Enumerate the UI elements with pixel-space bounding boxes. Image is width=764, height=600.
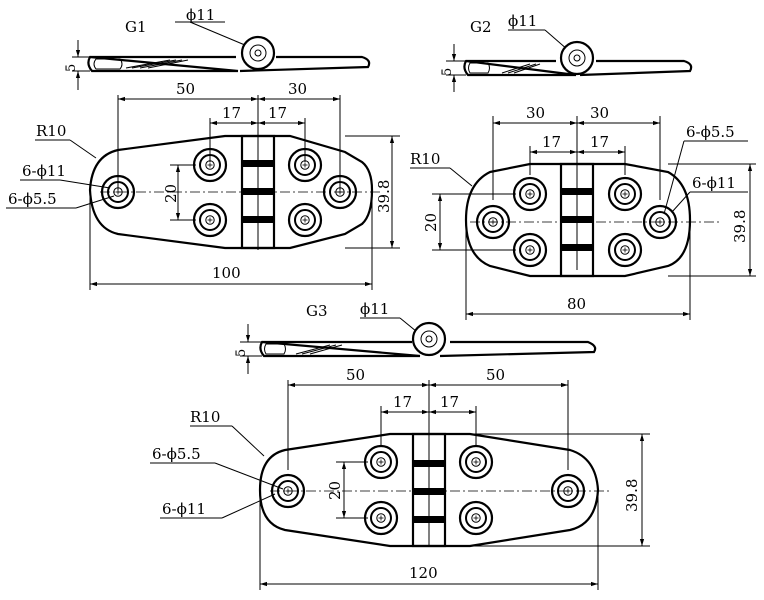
- g2-hinge-group: G2 ϕ11 5 30 30 17 17: [410, 12, 756, 320]
- g2-large-holes: 6-ϕ11: [692, 174, 736, 192]
- g1-thickness: 5: [64, 64, 79, 72]
- g3-dim-inner-right: 17: [440, 393, 459, 411]
- g3-dim-right-span: 50: [486, 366, 505, 384]
- g2-length: 80: [567, 295, 586, 313]
- g1-dim-inner-right: 17: [268, 104, 287, 122]
- g1-side-dia: ϕ11: [186, 6, 215, 24]
- g1-dim-left-span: 50: [176, 80, 195, 98]
- g3-height: 39.8: [623, 479, 641, 512]
- g2-dim-inner-right: 17: [590, 133, 609, 151]
- g2-dim-inner-left: 17: [542, 133, 561, 151]
- g2-side-dia: ϕ11: [508, 12, 537, 30]
- g3-radius: R10: [190, 408, 220, 426]
- g3-hole-2: [363, 500, 399, 536]
- g2-side-view: G2 ϕ11 5: [440, 12, 693, 92]
- g2-label: G2: [470, 18, 492, 36]
- g3-hole-3: [458, 444, 494, 480]
- g3-small-holes: 6-ϕ5.5: [152, 445, 201, 463]
- g1-knuckle-circle: [240, 35, 276, 71]
- g1-radius: R10: [36, 122, 66, 140]
- g2-hole-3: [607, 176, 643, 212]
- g2-hole-1: [512, 176, 548, 212]
- g3-dim-left-span: 50: [346, 366, 365, 384]
- g2-small-holes: 6-ϕ5.5: [686, 123, 735, 141]
- g2-hole-2: [512, 232, 548, 268]
- g1-plate-outline: [88, 134, 374, 250]
- g1-height: 39.8: [375, 180, 393, 213]
- g3-label: G3: [306, 302, 328, 320]
- g1-vertical-spacing: 20: [162, 184, 180, 203]
- g1-knuckle-area: [240, 134, 276, 250]
- g3-hole-1: [363, 444, 399, 480]
- g1-hole-4: [287, 202, 323, 238]
- g3-vertical-spacing: 20: [326, 481, 344, 500]
- g2-hole-4: [607, 232, 643, 268]
- g2-plate-outline: [464, 162, 692, 278]
- g3-hole-4: [458, 500, 494, 536]
- g1-label: G1: [125, 18, 147, 36]
- g1-small-holes: 6-ϕ5.5: [8, 190, 57, 208]
- g3-side-view: G3 ϕ11 5: [234, 300, 597, 374]
- g2-dim-left-span: 30: [526, 104, 545, 122]
- g1-hole-2: [192, 202, 228, 238]
- g2-height: 39.8: [731, 210, 749, 243]
- g2-radius: R10: [410, 150, 440, 168]
- g1-hinge-group: G1 ϕ11 5 50 30: [6, 6, 400, 290]
- g2-knuckle-area: [559, 162, 595, 278]
- g1-large-holes: 6-ϕ11: [22, 162, 66, 180]
- g3-thickness: 5: [234, 349, 249, 357]
- g1-dim-inner-left: 17: [222, 104, 241, 122]
- g3-knuckle-area: [411, 432, 447, 548]
- g1-side-view: G1 ϕ11 5: [64, 6, 371, 90]
- g3-hinge-group: G3 ϕ11 5 50 50 17 17: [150, 300, 650, 590]
- g1-length: 100: [212, 264, 241, 282]
- g1-dim-right-span: 30: [288, 80, 307, 98]
- g3-knuckle-circle: [411, 321, 447, 357]
- g3-length: 120: [409, 564, 438, 582]
- g3-plate-outline: [258, 432, 600, 548]
- g2-knuckle-circle: [559, 40, 595, 76]
- g2-dim-right-span: 30: [590, 104, 609, 122]
- g3-side-dia: ϕ11: [360, 300, 389, 318]
- g3-large-holes: 6-ϕ11: [162, 500, 206, 518]
- g2-hole-left: [475, 204, 511, 240]
- g3-dim-inner-left: 17: [393, 393, 412, 411]
- g2-thickness: 5: [440, 68, 455, 76]
- g2-vertical-spacing: 20: [422, 213, 440, 232]
